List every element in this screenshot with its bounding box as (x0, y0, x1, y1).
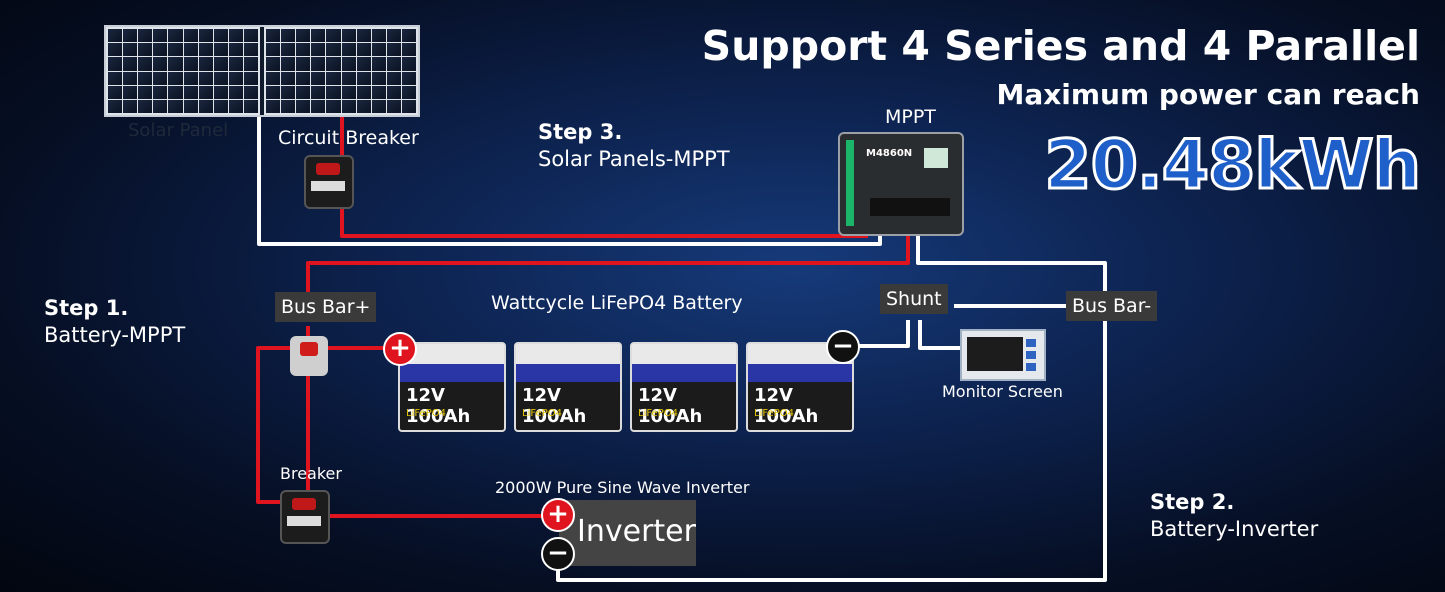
battery-chem: LiFePO4 (754, 408, 794, 419)
solar-panel (104, 25, 420, 117)
solar-panel-label: Solar Panel (128, 120, 229, 141)
battery-chem: LiFePO4 (522, 408, 562, 419)
inverter-box: Inverter (559, 500, 696, 566)
step3-title: Step 3. (538, 120, 623, 144)
step2-subtitle: Battery-Inverter (1150, 517, 1319, 541)
circuit-breaker-label: Circuit Breaker (278, 127, 419, 149)
mppt-controller-icon: M4860N (838, 132, 964, 236)
inverter-positive-terminal: + (541, 498, 575, 532)
battery-label: 12V 100Ah (522, 385, 587, 427)
shunt: Shunt (880, 284, 948, 314)
battery-title: Wattcycle LiFePO4 Battery (491, 292, 743, 314)
battery-label: 12V 100Ah (638, 385, 703, 427)
circuit-breaker-icon (304, 155, 354, 209)
step3-subtitle: Solar Panels-MPPT (538, 147, 730, 171)
monitor-screen-icon (960, 329, 1046, 381)
headline-line2: Maximum power can reach (996, 78, 1420, 111)
step1-title: Step 1. (44, 296, 129, 320)
wire-mppt-busbar-pos (306, 226, 910, 292)
battery-label: 12V 100Ah (406, 385, 471, 427)
solar-panel-half-left (106, 27, 260, 115)
mppt-model-label: M4860N (866, 148, 913, 159)
inverter-label: Inverter (577, 514, 696, 549)
bus-bar-positive: Bus Bar+ (275, 292, 377, 322)
wire-breaker-mppt (340, 205, 868, 238)
wire-switch-loop (256, 346, 290, 504)
headline-value: 20.48kWh (1043, 125, 1423, 207)
battery-chem: LiFePO4 (406, 408, 446, 419)
wire-battery-shunt (842, 320, 910, 348)
step2-title: Step 2. (1150, 490, 1235, 514)
battery-positive-terminal: + (383, 332, 417, 366)
inverter-title: 2000W Pure Sine Wave Inverter (495, 478, 750, 497)
wire-mppt-busbar-neg (556, 226, 1107, 582)
battery-switch-icon (290, 336, 328, 376)
step1-subtitle: Battery-MPPT (44, 323, 186, 347)
monitor-label: Monitor Screen (942, 382, 1063, 401)
wire-shunt-monitor (918, 320, 960, 350)
solar-panel-half-right (264, 27, 418, 115)
headline-line1: Support 4 Series and 4 Parallel (701, 22, 1420, 70)
mppt-label: MPPT (885, 106, 936, 128)
battery-negative-terminal: − (826, 330, 860, 364)
inverter-negative-terminal: − (541, 537, 575, 571)
battery-label: 12V 100Ah (754, 385, 819, 427)
breaker-icon (280, 490, 330, 544)
bus-bar-negative: Bus Bar- (1066, 291, 1158, 321)
battery-chem: LiFePO4 (638, 408, 678, 419)
breaker-label: Breaker (280, 464, 342, 483)
